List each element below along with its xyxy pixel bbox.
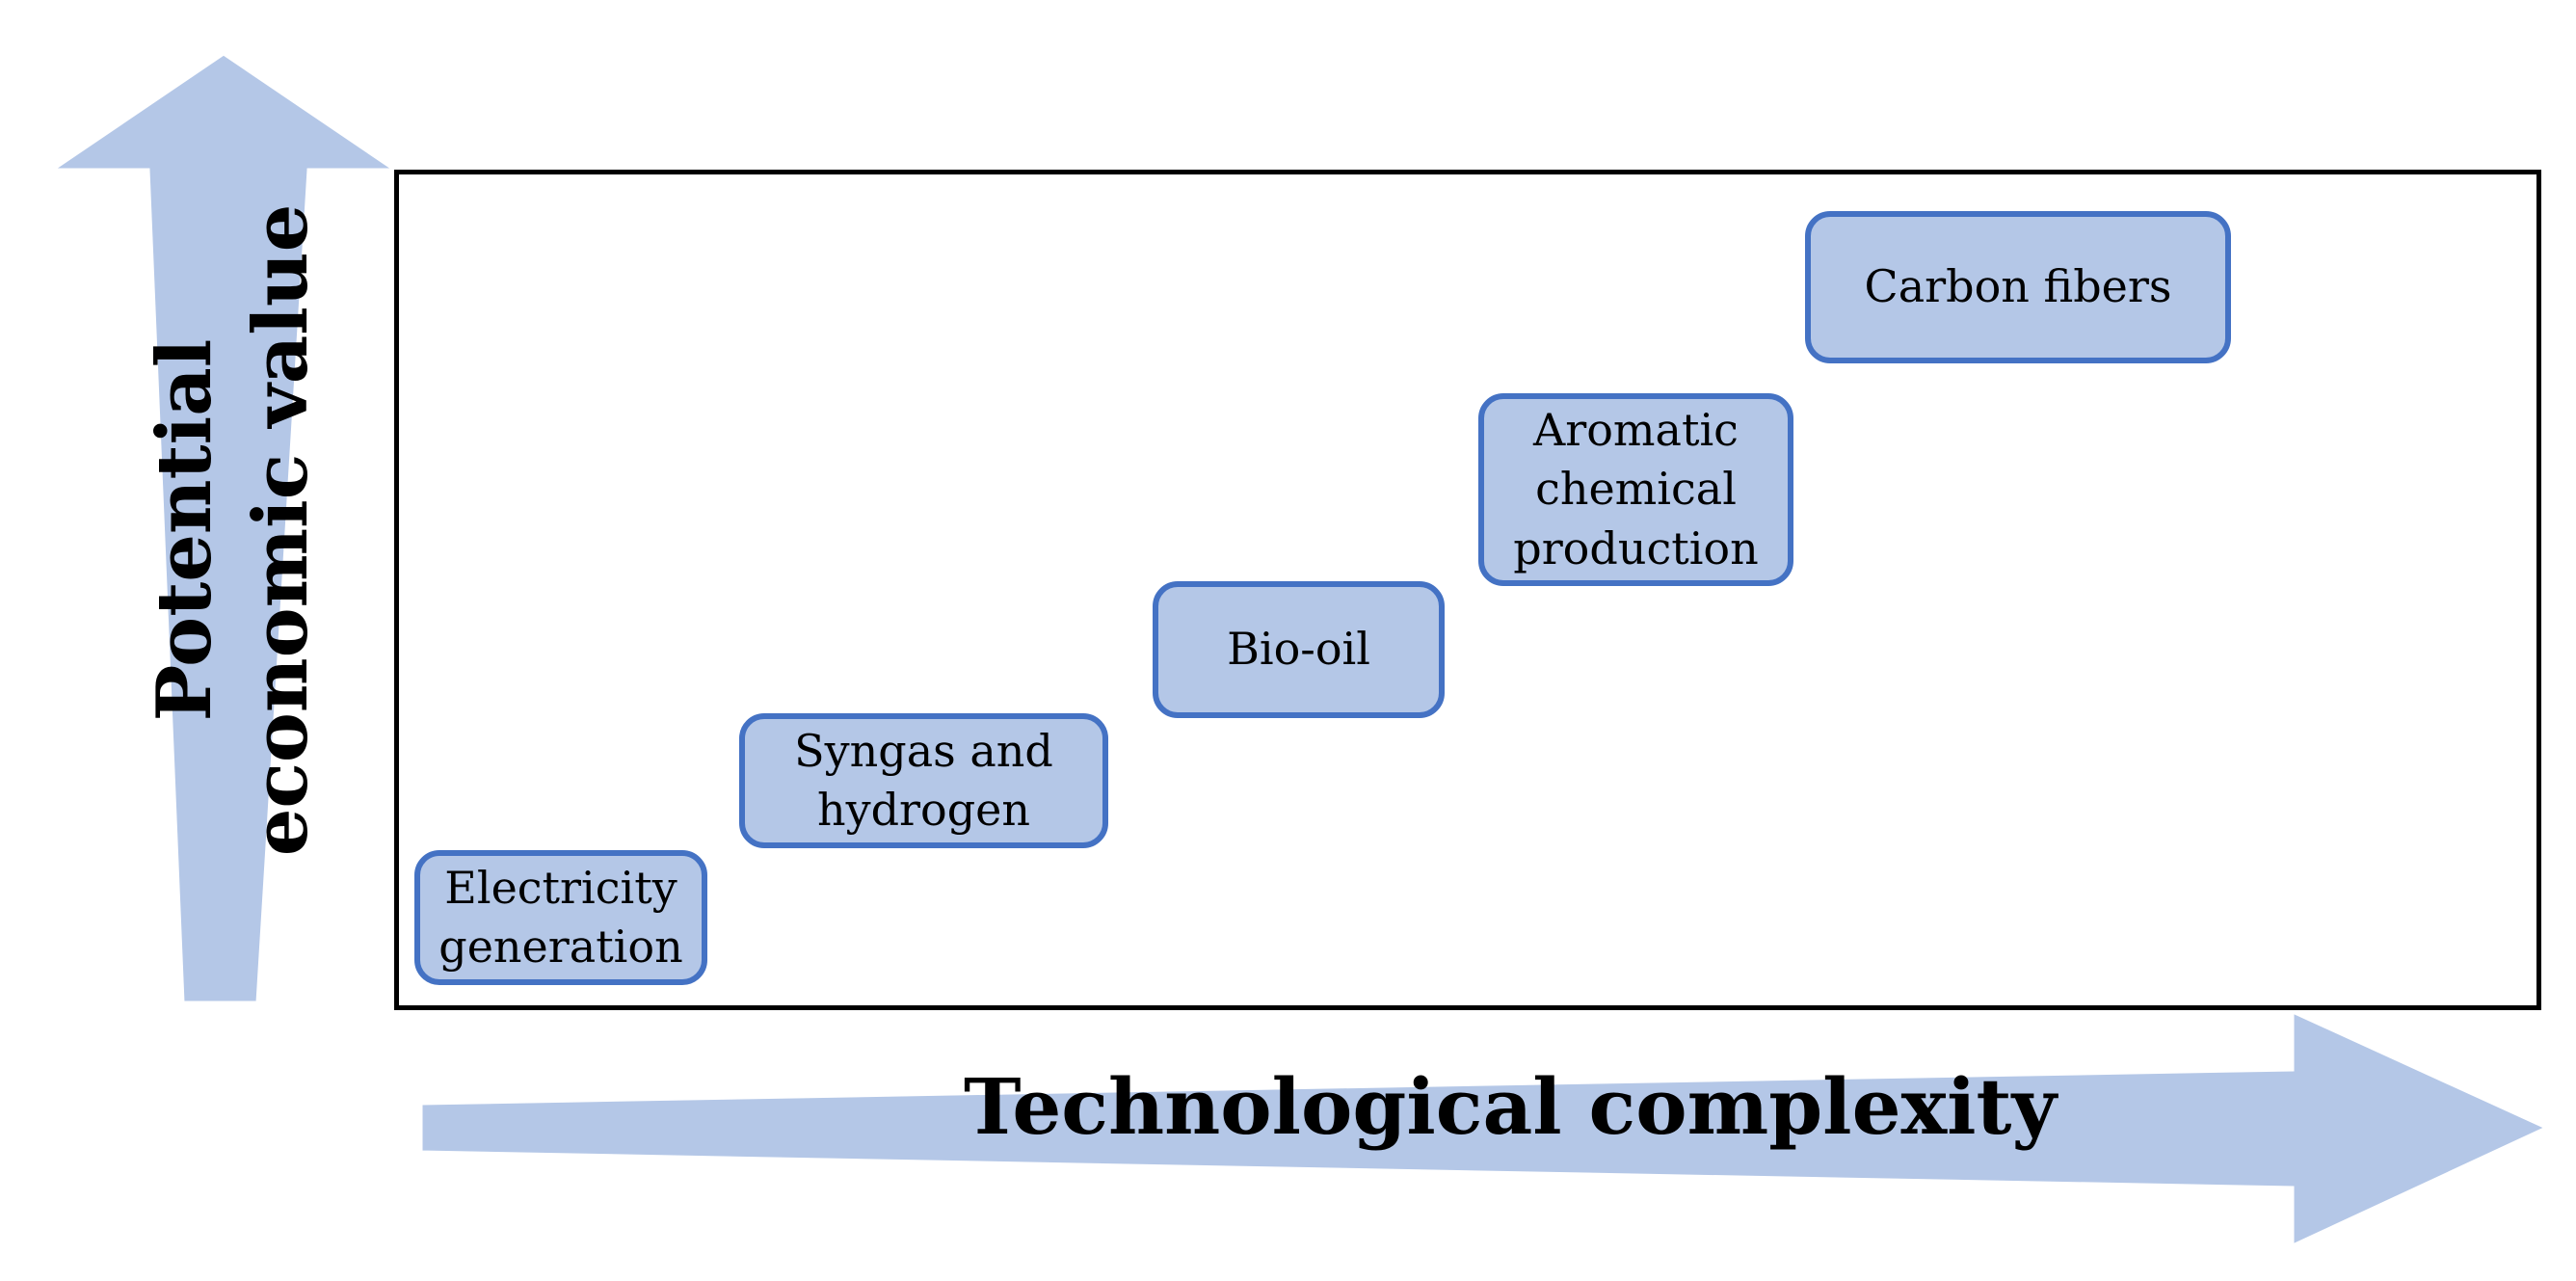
x-axis-label: Technological complexity — [964, 1061, 2057, 1152]
y-axis-label: Potential economic value — [141, 203, 325, 857]
box-carbon-fibers: Carbon fibers — [1805, 211, 2231, 363]
box-electricity-generation: Electricity generation — [414, 850, 707, 985]
horizontal-arrow — [419, 1009, 2550, 1248]
diagram-frame — [394, 170, 2541, 1010]
box-syngas-and-hydrogen: Syngas and hydrogen — [739, 713, 1108, 848]
box-aromatic-chemical-production: Aromatic chemical production — [1478, 393, 1793, 586]
box-bio-oil: Bio-oil — [1153, 581, 1445, 718]
vertical-arrow — [48, 52, 399, 1004]
